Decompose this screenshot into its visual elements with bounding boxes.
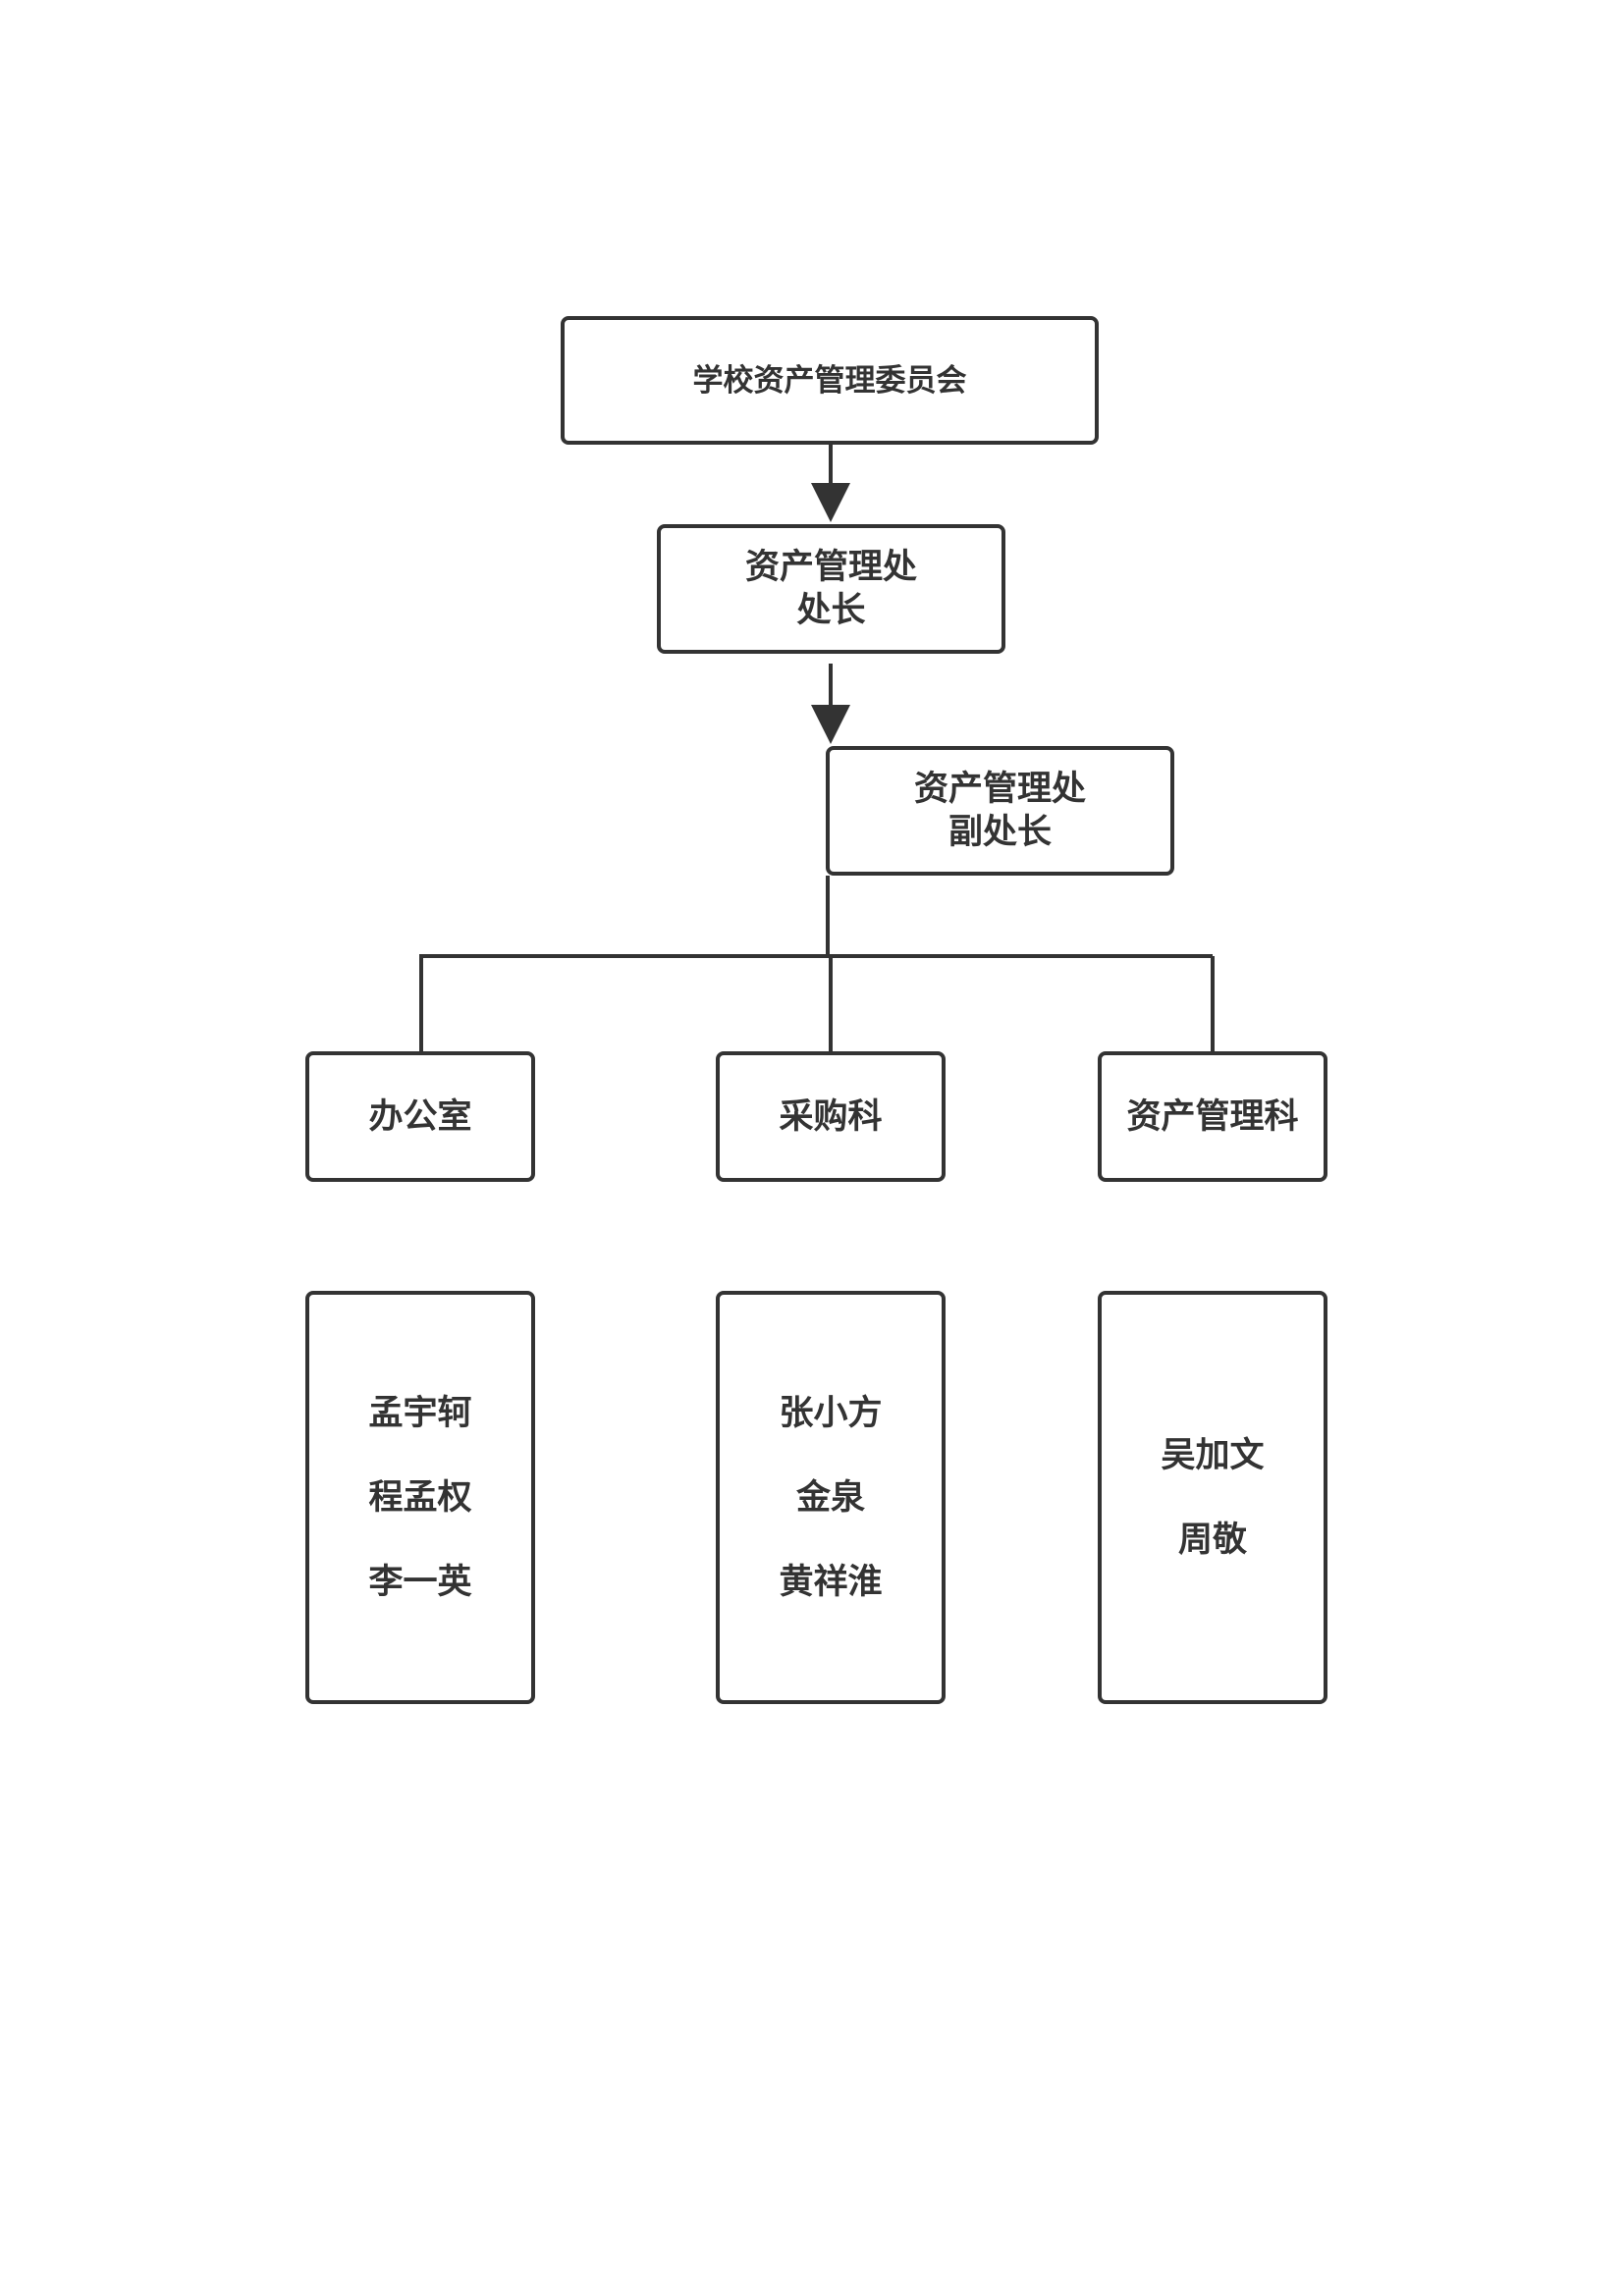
staff-name: 孟宇轲 [368,1393,472,1433]
staff-name: 程孟权 [368,1477,472,1518]
staff-name: 李一英 [368,1562,472,1602]
node-asset-office-director: 资产管理处 处长 [657,524,1005,654]
staff-name: 周敬 [1177,1520,1247,1560]
staff-name: 张小方 [779,1393,883,1433]
staff-name: 金泉 [795,1477,865,1518]
node-label: 办公室 [368,1096,472,1137]
staff-list-asset-section: 吴加文 周敬 [1098,1291,1327,1704]
staff-name: 吴加文 [1161,1435,1265,1475]
staff-list-office: 孟宇轲 程孟权 李一英 [305,1291,535,1704]
node-label-line-2: 处长 [796,591,866,630]
staff-name: 黄祥淮 [779,1562,883,1602]
node-asset-management-committee: 学校资产管理委员会 [561,316,1099,445]
node-asset-management-section: 资产管理科 [1098,1051,1327,1182]
staff-list-procurement: 张小方 金泉 黄祥淮 [716,1291,946,1704]
node-asset-office-deputy-director: 资产管理处 副处长 [826,746,1174,876]
node-label: 学校资产管理委员会 [692,362,967,399]
node-general-office: 办公室 [305,1051,535,1182]
node-procurement-section: 采购科 [716,1051,946,1182]
node-label: 采购科 [779,1096,883,1137]
node-label: 资产管理科 [1126,1096,1299,1137]
node-label-line-1: 资产管理处 [913,770,1086,809]
node-label-line-1: 资产管理处 [744,548,917,587]
node-label-line-2: 副处长 [947,813,1052,852]
